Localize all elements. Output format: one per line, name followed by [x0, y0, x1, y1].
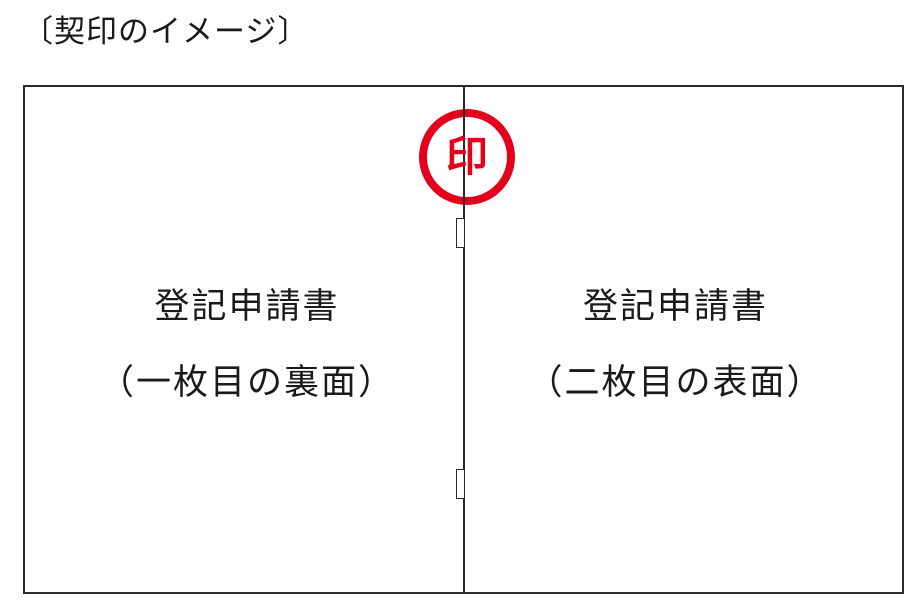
document-spread-diagram: 登記申請書 （一枚目の裏面） 登記申請書 （二枚目の表面） 印 [23, 85, 904, 594]
right-page-title: 登記申請書 [582, 287, 768, 327]
right-page: 登記申請書 （二枚目の表面） [465, 87, 902, 592]
left-page-title: 登記申請書 [154, 287, 340, 327]
tally-seal: 印 [417, 107, 517, 207]
page-heading: 〔契印のイメージ〕 [22, 14, 310, 50]
right-page-subtitle: （二枚目の表面） [527, 363, 824, 403]
seal-character: 印 [445, 132, 488, 181]
page-binding-line [463, 87, 465, 592]
staple-bottom [456, 469, 464, 499]
staple-top [456, 218, 464, 248]
left-page: 登記申請書 （一枚目の裏面） [25, 87, 463, 592]
left-page-subtitle: （一枚目の裏面） [98, 363, 395, 403]
seal-ring [419, 107, 515, 207]
